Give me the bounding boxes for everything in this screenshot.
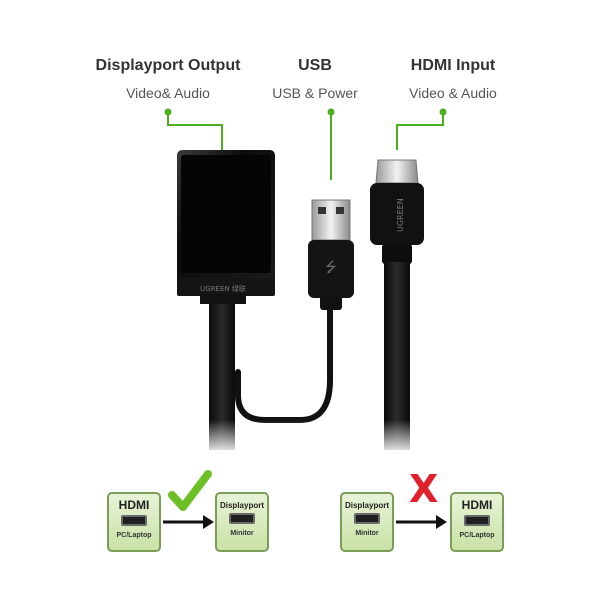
displayport-port-icon	[229, 513, 255, 524]
displayport-port-icon-2	[354, 513, 380, 524]
displayport-output-subtitle: Video& Audio	[126, 85, 210, 101]
hdmi-pc-laptop-box-2: HDMI PC/Laptop	[450, 492, 504, 552]
hdmi-port-icon-2	[464, 515, 490, 526]
displayport-box-title-2: Displayport	[344, 501, 389, 510]
usb-callout-line	[327, 108, 335, 180]
hdmi-box-subtitle-2: PC/Laptop	[459, 532, 495, 539]
hdmi-input-subtitle: Video & Audio	[409, 85, 497, 101]
arrow-right-diagram-icon	[396, 515, 447, 529]
hdmi-box-title-2: HDMI	[461, 498, 493, 512]
hdmi-cable	[384, 262, 410, 450]
hdmi-plug: UGREEN	[370, 159, 424, 450]
displayport-monitor-box-2: Displayport Minitor	[340, 492, 394, 552]
hdmi-callout-line	[396, 108, 447, 150]
displayport-box-subtitle-2: Minitor	[355, 530, 379, 537]
cross-icon: X	[409, 467, 439, 511]
usb-plug: ⭍	[308, 199, 354, 310]
usb-label: USB USB & Power	[270, 57, 360, 101]
hdmi-box-subtitle: PC/Laptop	[116, 532, 152, 539]
hdmi-port-icon	[121, 515, 147, 526]
hdmi-pc-laptop-box: HDMI PC/Laptop	[107, 492, 161, 552]
hdmi-input-title: HDMI Input	[410, 57, 496, 74]
displayport-monitor-box: Displayport Minitor	[215, 492, 269, 552]
hdmi-input-label: HDMI Input Video & Audio	[398, 57, 508, 101]
brand-plug-text: UGREEN	[396, 198, 405, 232]
displayport-callout-line	[164, 108, 223, 150]
displayport-box-title: Displayport	[219, 501, 264, 510]
displayport-box-subtitle: Minitor	[230, 530, 254, 537]
usb-title: USB	[298, 57, 332, 74]
displayport-adapter-box: UGREEN 绿联	[177, 150, 275, 304]
check-icon	[168, 470, 212, 511]
usb-cable	[235, 302, 333, 423]
usb-subtitle: USB & Power	[272, 85, 358, 101]
displayport-output-title: Displayport Output	[95, 57, 241, 74]
arrow-left-diagram-icon	[163, 515, 214, 529]
brand-box-text: UGREEN 绿联	[200, 284, 246, 293]
usb-symbol-icon: ⭍	[325, 260, 337, 276]
displayport-output-label: Displayport Output Video& Audio	[88, 57, 248, 101]
hdmi-box-title: HDMI	[118, 498, 150, 512]
